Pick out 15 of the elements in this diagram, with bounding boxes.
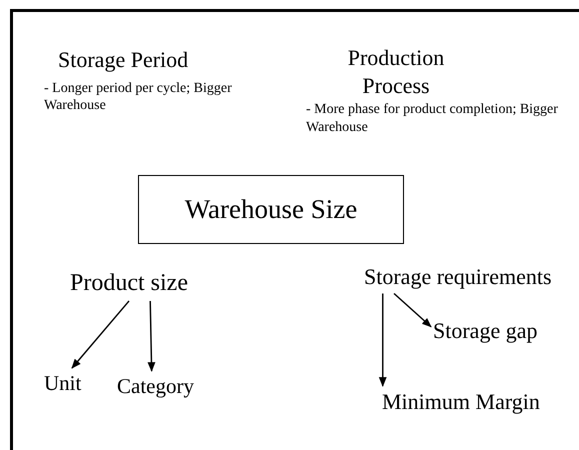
arrow	[148, 300, 156, 372]
node-heading: Production Process	[346, 44, 446, 99]
node-heading: Storage requirements	[364, 263, 552, 290]
node-heading: Storage Period	[57, 46, 190, 74]
node-heading: Minimum Margin	[382, 388, 540, 416]
node-description: - Longer period per cycle; Bigger Warehouse	[44, 80, 233, 114]
node-heading: Product size	[70, 269, 188, 298]
arrow	[394, 292, 432, 328]
node-heading: Storage gap	[433, 317, 538, 344]
node-description: - More phase for product completion; Bigger Warehouse	[306, 101, 559, 136]
arrow	[378, 294, 387, 387]
process-box: Warehouse Size	[138, 175, 404, 244]
node-heading: Category	[117, 373, 194, 400]
node-heading: Unit	[44, 370, 82, 396]
arrow	[71, 300, 130, 369]
